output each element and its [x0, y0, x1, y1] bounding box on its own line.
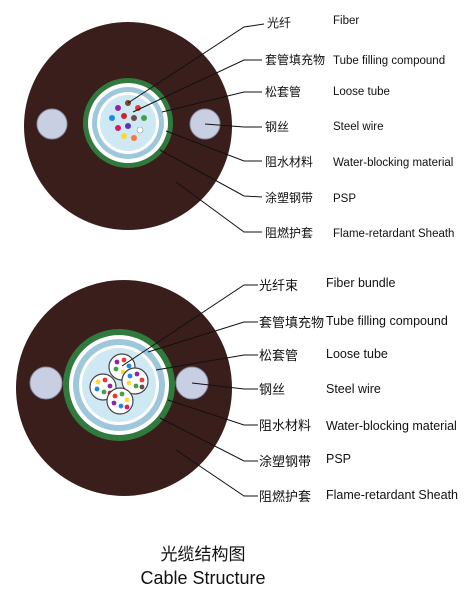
labels-1: 光纤 Fiber 套管填充物 Tube filling compound 松套管… — [265, 15, 454, 240]
label-en-fiber-bundle: Fiber bundle — [326, 276, 396, 290]
fiber-bundle-right — [121, 367, 149, 395]
label-en-fiber: Fiber — [333, 15, 359, 27]
label-zh-tube-filling: 套管填充物 — [265, 52, 325, 67]
label-en-water-blocking: Water-blocking material — [333, 157, 453, 169]
label-en-psp-2: PSP — [326, 452, 351, 466]
label-zh-water-blocking-2: 阻水材料 — [259, 419, 311, 434]
label-en-loose-tube-2: Loose tube — [326, 347, 388, 361]
label-zh-water-blocking: 阻水材料 — [265, 155, 313, 169]
labels-2: 光纤束 Fiber bundle 套管填充物 Tube filling comp… — [259, 276, 458, 505]
label-en-tube-filling: Tube filling compound — [333, 55, 445, 67]
label-zh-psp-2: 涂塑钢带 — [259, 454, 311, 470]
label-en-loose-tube: Loose tube — [333, 86, 390, 98]
label-zh-sheath-2: 阻燃护套 — [259, 489, 311, 505]
label-en-sheath-2: Flame-retardant Sheath — [326, 488, 458, 502]
steel-wire-left-1 — [36, 108, 68, 140]
label-zh-psp: 涂塑钢带 — [265, 190, 313, 205]
fiber-bundle-bottom — [106, 387, 134, 415]
label-zh-steel-wire: 钢丝 — [265, 120, 289, 134]
label-zh-loose-tube-2: 松套管 — [259, 348, 298, 364]
label-en-tube-filling-2: Tube filling compound — [326, 314, 448, 328]
tube-filling-compound-2 — [82, 348, 156, 422]
cable-cross-section-1 — [24, 22, 232, 230]
label-en-steel-wire: Steel wire — [333, 121, 384, 133]
label-en-water-blocking-2: Water-blocking material — [326, 419, 457, 433]
label-zh-sheath: 阻燃护套 — [265, 225, 313, 240]
caption-en: Cable Structure — [140, 568, 265, 588]
cable-cross-section-2 — [16, 280, 232, 496]
leader-lines-1 — [127, 23, 265, 233]
label-zh-steel-wire-2: 钢丝 — [259, 383, 285, 398]
label-zh-tube-filling-2: 套管填充物 — [259, 315, 324, 331]
leader-lines-2 — [121, 284, 258, 497]
label-zh-fiber: 光纤 — [267, 16, 291, 30]
label-en-sheath: Flame-retardant Sheath — [333, 228, 454, 240]
label-en-psp: PSP — [333, 193, 356, 205]
label-zh-loose-tube: 松套管 — [265, 84, 301, 99]
caption-zh: 光缆结构图 — [161, 545, 246, 565]
steel-wire-left-2 — [29, 366, 63, 400]
label-en-steel-wire-2: Steel wire — [326, 382, 381, 396]
label-zh-fiber-bundle: 光纤束 — [259, 279, 298, 294]
